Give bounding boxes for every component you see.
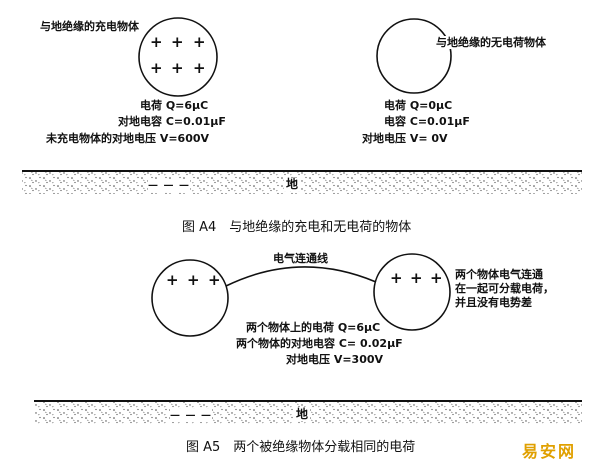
- uncharged-object-circle: [376, 18, 452, 94]
- ground-gravel-a4: [22, 172, 582, 194]
- charge-sign: +: [150, 33, 163, 51]
- charge-sign: +: [150, 59, 163, 77]
- connection-note-line: 在一起可分载电荷，: [455, 282, 554, 295]
- connected-capacitance: 两个物体的对地电容 C= 0.02μF: [236, 337, 403, 350]
- charge-sign: +: [430, 269, 443, 287]
- left-connected-circle: [151, 259, 229, 337]
- charged-object-label: 与地绝缘的充电物体: [40, 20, 139, 33]
- right-connected-circle: [373, 253, 451, 331]
- charged-object-charge: 电荷 Q=6μC: [140, 99, 209, 112]
- charged-object-capacitance: 对地电容 C=0.01μF: [118, 115, 226, 128]
- figure-a4-caption: 图 A4 与地绝缘的充电和无电荷的物体: [182, 220, 412, 235]
- charge-sign: +: [193, 59, 206, 77]
- ground-dashes: — — —: [170, 409, 212, 422]
- wire-label: 电气连通线: [273, 252, 328, 265]
- charge-sign: +: [171, 33, 184, 51]
- uncharged-object-capacitance: 电容 C=0.01μF: [384, 115, 470, 128]
- uncharged-object-charge: 电荷 Q=0μC: [384, 99, 453, 112]
- ground-label: 地: [284, 177, 301, 191]
- uncharged-object-voltage: 对地电压 V= 0V: [362, 132, 448, 145]
- charge-sign: +: [193, 33, 206, 51]
- uncharged-object-label: 与地绝缘的无电荷物体: [436, 36, 546, 49]
- connection-note-line: 两个物体电气连通: [455, 268, 543, 281]
- ground-dashes: — — —: [148, 179, 190, 192]
- figure-a5-caption: 图 A5 两个被绝缘物体分载相同的电荷: [186, 440, 416, 455]
- ground-label: 地: [294, 407, 311, 421]
- connection-note-line: 并且没有电势差: [455, 296, 532, 309]
- charge-sign: +: [166, 271, 179, 289]
- charge-sign: +: [390, 269, 403, 287]
- charge-sign: +: [208, 271, 221, 289]
- site-watermark: 易安网: [522, 442, 577, 461]
- charged-object-voltage: 未充电物体的对地电压 V=600V: [46, 132, 210, 145]
- connecting-wire: [225, 266, 377, 287]
- charged-object-circle: [138, 17, 218, 97]
- charge-sign: +: [410, 269, 423, 287]
- charge-sign: +: [187, 271, 200, 289]
- connected-charge: 两个物体上的电荷 Q=6μC: [246, 321, 381, 334]
- connected-voltage: 对地电压 V=300V: [286, 353, 384, 366]
- charge-sign: +: [171, 59, 184, 77]
